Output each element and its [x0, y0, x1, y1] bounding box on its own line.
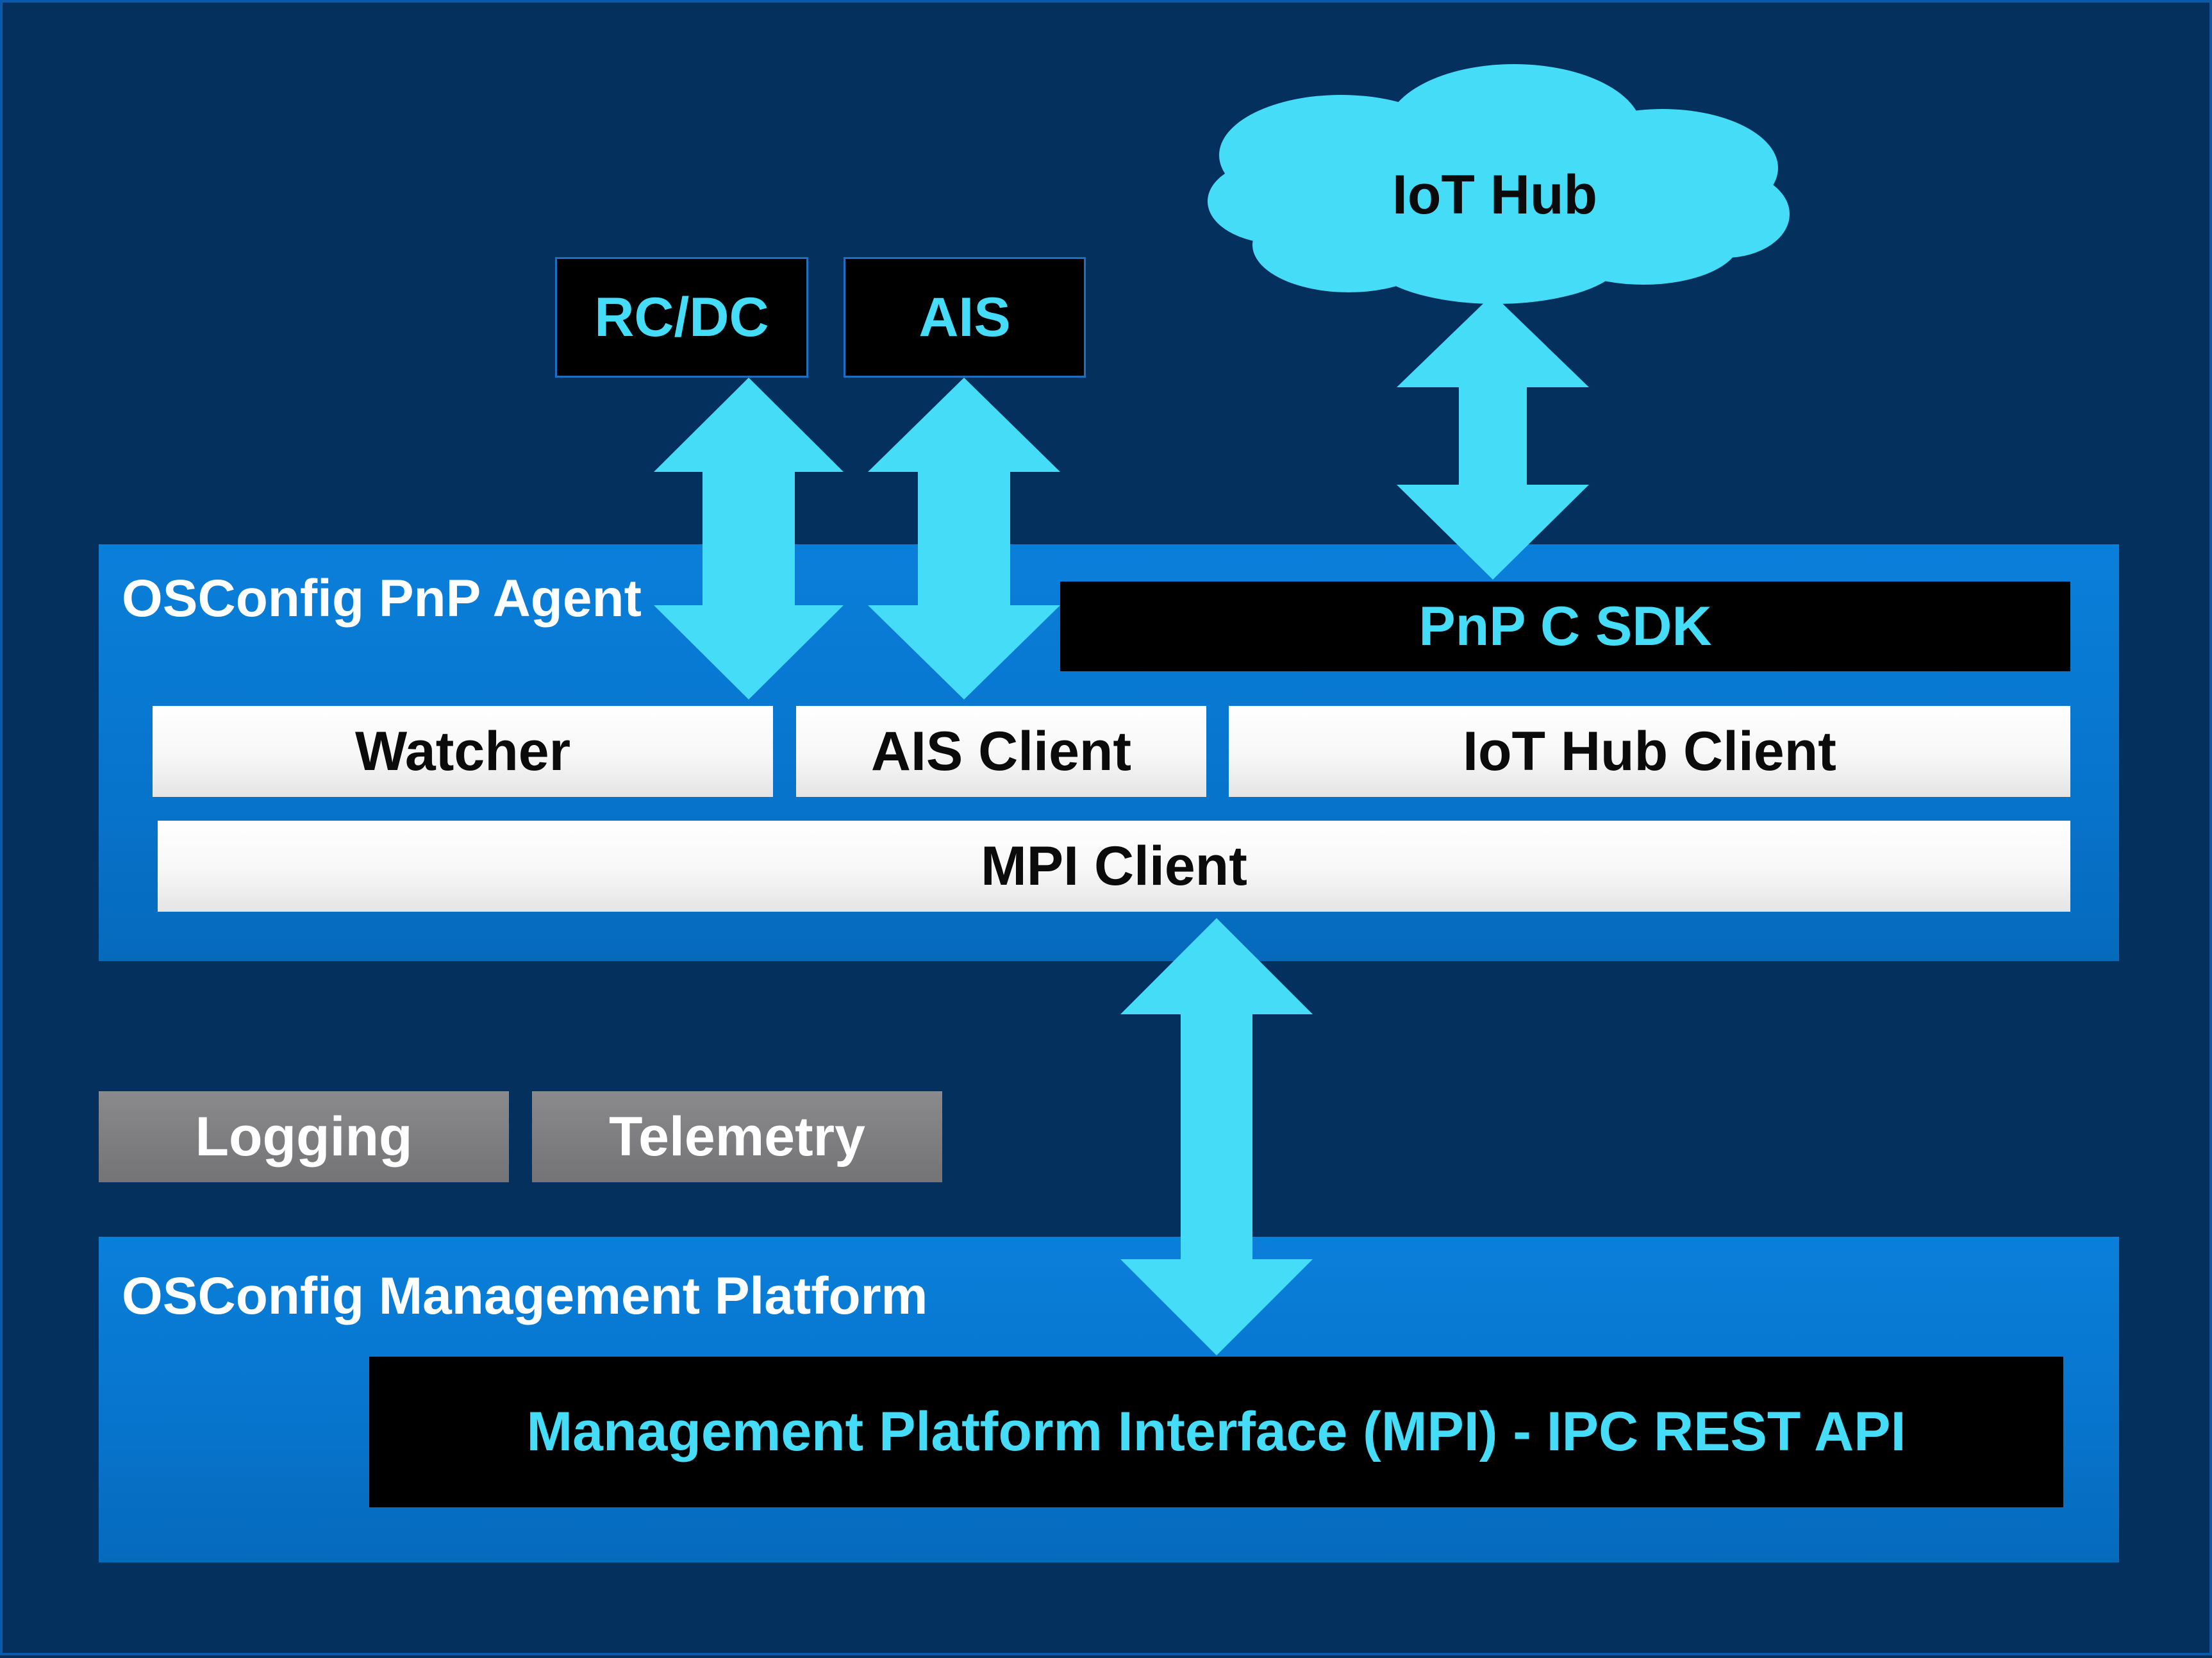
rcdc-double-arrow-icon: [654, 378, 844, 699]
logging-box: Logging: [99, 1091, 509, 1182]
rcdc-box: RC/DC: [555, 257, 808, 378]
iot-hub-label: IoT Hub: [1392, 163, 1598, 226]
pnp-c-sdk-box: PnP C SDK: [1060, 582, 2070, 671]
mpi-client-box: MPI Client: [158, 821, 2070, 912]
ais-double-arrow-icon: [868, 378, 1060, 699]
mpi-double-arrow-icon: [1120, 918, 1313, 1355]
ais-client-box: AIS Client: [796, 706, 1206, 797]
connectors-layer: [654, 64, 1790, 1355]
iot-hub-double-arrow-icon: [1397, 294, 1589, 580]
ais-box: AIS: [844, 257, 1086, 378]
telemetry-box: Telemetry: [532, 1091, 942, 1182]
management-platform-title: OSConfig Management Platform: [122, 1267, 928, 1325]
iot-hub-client-box: IoT Hub Client: [1229, 706, 2070, 797]
watcher-box: Watcher: [153, 706, 773, 797]
pnp-agent-title: OSConfig PnP Agent: [122, 569, 642, 628]
mpi-rest-api-box: Management Platform Interface (MPI) - IP…: [369, 1357, 2063, 1507]
iot-hub-cloud-icon: [1208, 64, 1790, 304]
